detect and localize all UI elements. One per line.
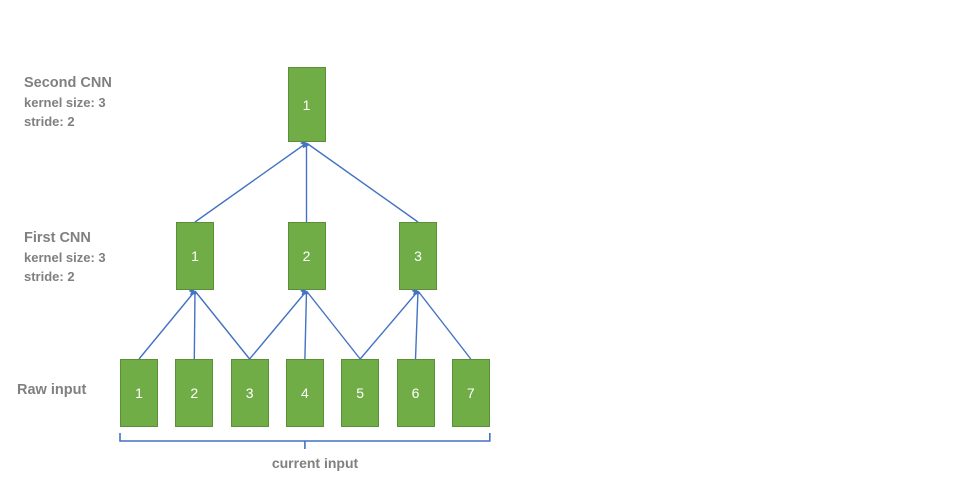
row-title-raw-input: Raw input bbox=[17, 382, 87, 398]
row-param-second-cnn-stride: stride: 2 bbox=[24, 114, 75, 129]
node-label: 1 bbox=[191, 248, 199, 264]
node-label: 4 bbox=[300, 385, 309, 401]
node-raw-input-5: 5 bbox=[341, 359, 380, 427]
row-title-first-cnn: First CNN bbox=[24, 230, 91, 246]
row-title-second-cnn: Second CNN bbox=[24, 75, 112, 91]
edge-raw-input-4-to-first-cnn-2 bbox=[359, 286, 422, 360]
edge-raw-input-2-to-first-cnn-0 bbox=[190, 287, 251, 360]
node-raw-input-4: 4 bbox=[285, 359, 324, 427]
node-label: 2 bbox=[302, 248, 311, 264]
edge-first-cnn-0-to-second-cnn-0 bbox=[194, 137, 311, 223]
node-label: 3 bbox=[414, 248, 422, 264]
edge-raw-input-0-to-first-cnn-0 bbox=[138, 286, 199, 360]
node-raw-input-6: 6 bbox=[396, 359, 435, 427]
edge-first-cnn-2-to-second-cnn-0 bbox=[302, 140, 419, 223]
node-label: 6 bbox=[411, 385, 420, 401]
node-label: 1 bbox=[135, 385, 143, 401]
edge-raw-input-6-to-first-cnn-2 bbox=[412, 287, 472, 360]
row-param-second-cnn-kernel: kernel size: 3 bbox=[24, 95, 106, 110]
node-second-cnn-1: 1 bbox=[287, 67, 326, 142]
row-param-first-cnn-kernel: kernel size: 3 bbox=[24, 250, 106, 265]
node-raw-input-3: 3 bbox=[230, 359, 269, 427]
edge-raw-input-4-to-first-cnn-1 bbox=[301, 287, 361, 360]
node-first-cnn-2: 2 bbox=[287, 222, 326, 290]
row-label-second-cnn: Second CNN kernel size: 3 stride: 2 bbox=[24, 74, 112, 131]
node-label: 1 bbox=[302, 96, 311, 113]
node-first-cnn-1: 1 bbox=[176, 222, 214, 290]
row-label-raw-input: Raw input bbox=[17, 381, 86, 400]
row-param-first-cnn-stride: stride: 2 bbox=[24, 269, 75, 284]
node-first-cnn-3: 3 bbox=[399, 222, 437, 290]
node-label: 5 bbox=[356, 385, 365, 401]
node-label: 7 bbox=[466, 385, 475, 401]
node-label: 3 bbox=[245, 385, 254, 401]
edge-raw-input-2-to-first-cnn-1 bbox=[249, 286, 310, 360]
node-raw-input-1: 1 bbox=[120, 359, 158, 427]
node-raw-input-2: 2 bbox=[175, 359, 214, 427]
edge-raw-input-5-to-first-cnn-2 bbox=[411, 286, 419, 360]
row-label-first-cnn: First CNN kernel size: 3 stride: 2 bbox=[24, 229, 106, 286]
bracket-label-current-input: current input bbox=[271, 455, 359, 471]
node-label: 2 bbox=[190, 385, 199, 401]
edge-raw-input-1-to-first-cnn-0 bbox=[188, 286, 196, 360]
node-raw-input-7: 7 bbox=[451, 359, 490, 427]
edge-raw-input-3-to-first-cnn-1 bbox=[300, 286, 308, 360]
